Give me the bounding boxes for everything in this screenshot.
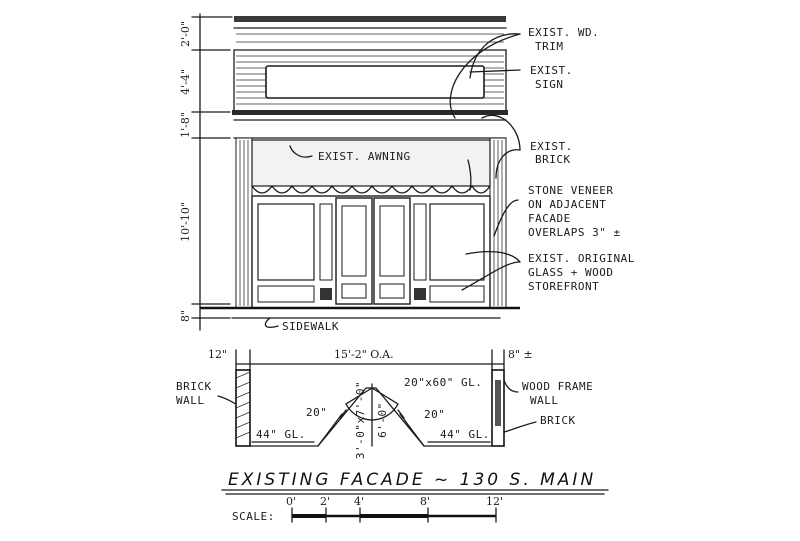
note-awning: EXIST. AWNING bbox=[318, 150, 411, 163]
plan-door-width: 6'-0" bbox=[376, 402, 389, 438]
plan-right-wall-dim: 8" ± bbox=[508, 348, 533, 361]
drawing-title: EXISTING FACADE ~ 130 S. MAIN bbox=[228, 470, 596, 490]
note-stone-2: ON ADJACENT bbox=[528, 198, 606, 211]
note-stone-3: FACADE bbox=[528, 212, 571, 225]
plan-door-glass: 20"x60" GL. bbox=[404, 376, 482, 389]
scale-bar: SCALE: 0' 2' 4' 8' 12' bbox=[232, 495, 503, 523]
floor-plan bbox=[235, 349, 505, 447]
existing-awning bbox=[251, 139, 491, 194]
scale-tick-2: 2' bbox=[320, 495, 330, 508]
scale-tick-0: 0' bbox=[286, 495, 296, 508]
plan-right-angle: 20" bbox=[424, 408, 445, 421]
existing-sign bbox=[265, 65, 485, 99]
scale-tick-4: 4' bbox=[354, 495, 364, 508]
plan-overall-dim: 15'-2" O.A. bbox=[334, 348, 394, 361]
plan-wood-frame-2: WALL bbox=[530, 394, 559, 407]
plan-brick-wall-2: WALL bbox=[176, 394, 205, 407]
plan-right-glass: 44" GL. bbox=[440, 428, 490, 441]
note-trim-2: TRIM bbox=[535, 40, 564, 53]
plan-brick-wall-1: BRICK bbox=[176, 380, 212, 393]
scale-tick-12: 12' bbox=[486, 495, 503, 508]
dim-top-trim: 2'-0" bbox=[179, 21, 192, 47]
plan-door-size: 3'-0"x7'-0" bbox=[354, 381, 367, 459]
scale-tick-8: 8' bbox=[420, 495, 430, 508]
elevation-notes: EXIST. WD. TRIM EXIST. SIGN EXIST. BRICK… bbox=[282, 26, 635, 333]
dim-base: 8" bbox=[179, 310, 192, 322]
note-glass-3: STOREFRONT bbox=[528, 280, 599, 293]
note-glass-2: GLASS + WOOD bbox=[528, 266, 613, 279]
elevation bbox=[191, 13, 521, 331]
dim-storefront-height: 10'-10" bbox=[179, 202, 192, 242]
note-brick-1: EXIST. bbox=[530, 140, 573, 153]
note-sidewalk: SIDEWALK bbox=[282, 320, 339, 333]
scale-label: SCALE: bbox=[232, 510, 275, 523]
plan-left-angle: 20" bbox=[306, 406, 327, 419]
dim-sign-band: 4'-4" bbox=[179, 69, 192, 95]
note-brick-2: BRICK bbox=[535, 153, 571, 166]
note-stone-1: STONE VENEER bbox=[528, 184, 613, 197]
note-trim-1: EXIST. WD. bbox=[528, 26, 599, 39]
vertical-dimensions: 2'-0" 4'-4" 1'-8" 10'-10" 8" bbox=[179, 21, 192, 322]
title-block: EXISTING FACADE ~ 130 S. MAIN bbox=[221, 470, 609, 495]
note-sign-2: SIGN bbox=[535, 78, 564, 91]
note-stone-4: OVERLAPS 3" ± bbox=[528, 226, 621, 239]
plan-left-wall-dim: 12" bbox=[208, 348, 227, 361]
plan-labels: 12" 15'-2" O.A. 8" ± BRICK WALL WOOD FRA… bbox=[176, 348, 593, 459]
plan-brick: BRICK bbox=[540, 414, 576, 427]
plan-left-glass: 44" GL. bbox=[256, 428, 306, 441]
dim-cornice: 1'-8" bbox=[179, 112, 192, 138]
note-sign-1: EXIST. bbox=[530, 64, 573, 77]
storefront bbox=[251, 195, 491, 309]
plan-wood-frame-1: WOOD FRAME bbox=[522, 380, 593, 393]
note-glass-1: EXIST. ORIGINAL bbox=[528, 252, 635, 265]
